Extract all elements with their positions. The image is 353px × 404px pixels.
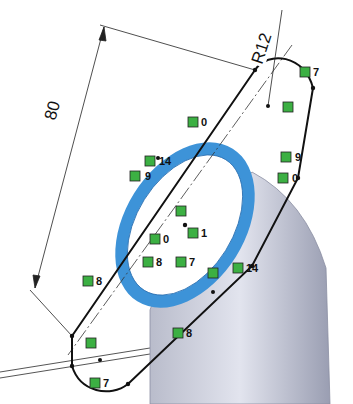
relation-count: 8 — [186, 328, 192, 339]
pipe-end-ring — [86, 117, 283, 333]
relation-count: 0 — [201, 117, 207, 128]
relation-count: 8 — [156, 257, 162, 268]
relation-count: 0 — [292, 173, 298, 184]
center-line — [68, 45, 292, 355]
relation-count: 1 — [201, 228, 207, 239]
sketch-points — [70, 68, 315, 386]
relation-count: 7 — [313, 67, 319, 78]
slot-outline — [72, 58, 313, 391]
length-dimension: 80 — [41, 97, 63, 124]
dimension-lines — [30, 10, 282, 336]
relation-count: 14 — [159, 156, 171, 167]
relation-count: 9 — [145, 171, 151, 182]
radius-dimension: R12 — [248, 29, 275, 68]
relation-count: 8 — [96, 276, 102, 287]
relation-count: 14 — [246, 263, 258, 274]
relation-icons — [83, 67, 310, 388]
relation-count: 0 — [163, 234, 169, 245]
relation-count: 9 — [295, 152, 301, 163]
relation-count: 7 — [189, 257, 195, 268]
relation-count: 7 — [103, 378, 109, 389]
